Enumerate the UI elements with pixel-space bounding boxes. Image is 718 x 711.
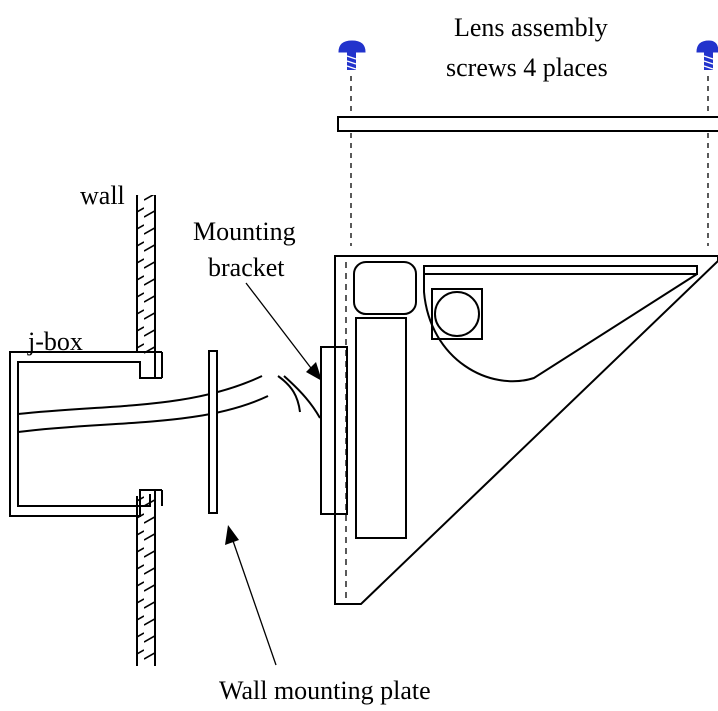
lens-screws-label-line2: screws 4 places (446, 53, 608, 82)
screw-guide-lines (350, 76, 709, 246)
jbox-label: j-box (27, 327, 83, 356)
junction-box (9, 351, 163, 517)
wall-plate-leader-arrow (225, 525, 277, 666)
mounting-bracket-label-line1: Mounting (193, 217, 296, 246)
wall (136, 195, 156, 666)
cable (17, 375, 321, 433)
screw-icon (696, 40, 718, 70)
screw-icon (338, 40, 366, 70)
lens-screws-label-line1: Lens assembly (454, 13, 608, 42)
mounting-bracket-label-line2: bracket (208, 253, 285, 282)
wall-mounting-plate (208, 350, 218, 514)
bracket-leader-arrow (245, 282, 322, 381)
wall-plate-label: Wall mounting plate (219, 676, 431, 705)
wall-label: wall (80, 181, 125, 210)
camera-housing (334, 255, 718, 605)
lens-cover-plate (337, 116, 718, 132)
